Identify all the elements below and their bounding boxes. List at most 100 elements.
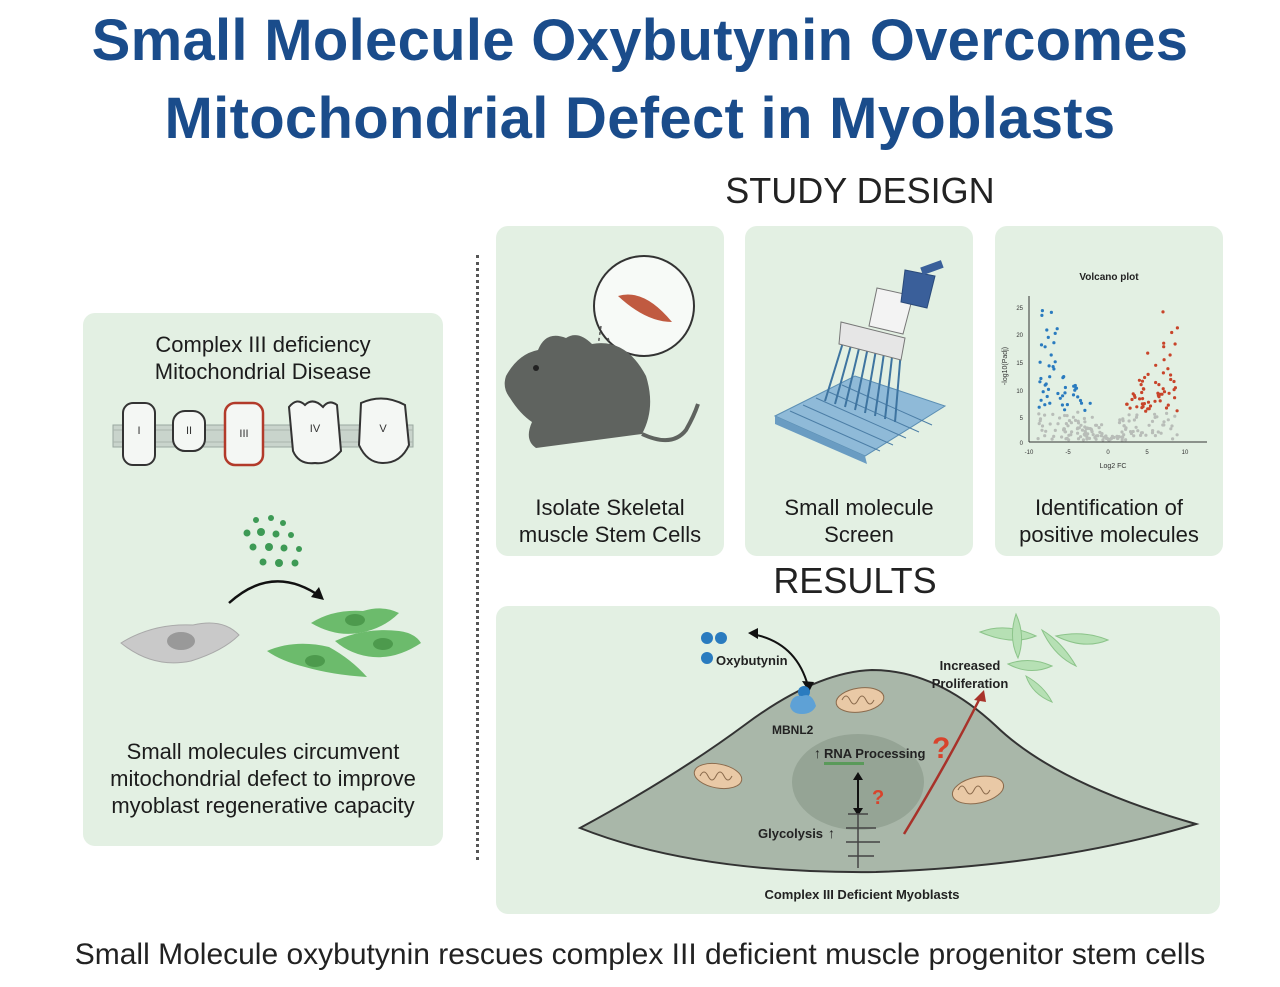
- question-mark: ?: [932, 732, 950, 765]
- volcano-point: [1175, 409, 1179, 413]
- mitochondrion-icon: [693, 762, 743, 790]
- arrow-head: [802, 681, 814, 692]
- volcano-point: [1067, 419, 1072, 423]
- pipette-head: [838, 321, 906, 361]
- volcano-point: [1090, 415, 1094, 419]
- volcano-point: [1037, 422, 1041, 426]
- arrow-head: [748, 628, 758, 639]
- volcano-point: [1063, 385, 1067, 390]
- volcano-point: [1079, 401, 1084, 405]
- volcano-plot: Volcano plot 25 20 15 10 5 0 -10 -5 0 5 …: [1002, 272, 1207, 470]
- volcano-point: [1053, 331, 1057, 335]
- volcano-point: [1132, 434, 1136, 438]
- volcano-point: [1087, 436, 1092, 440]
- volcano-point: [1043, 413, 1047, 417]
- title-line-2: Mitochondrial Defect in Myoblasts: [164, 86, 1116, 151]
- volcano-point: [1129, 430, 1133, 434]
- volcano-point: [1097, 426, 1101, 430]
- volcano-point: [1162, 423, 1166, 427]
- volcano-point: [1040, 313, 1044, 317]
- grey-cell-nucleus: [167, 632, 195, 650]
- increased-label: Increased: [940, 658, 1001, 673]
- volcano-point: [1134, 425, 1138, 429]
- volcano-point: [1076, 395, 1080, 399]
- volcano-point: [1162, 358, 1166, 362]
- step-panel-screen: Small molecule Screen: [745, 226, 973, 556]
- volcano-point: [1162, 341, 1166, 345]
- volcano-point: [1074, 386, 1079, 390]
- volcano-point: [1168, 353, 1172, 357]
- green-cell-nucleus: [305, 655, 325, 667]
- volcano-point: [1080, 428, 1084, 432]
- volcano-point: [1037, 412, 1041, 416]
- title-line-1: Small Molecule Oxybutynin Overcomes: [91, 8, 1189, 73]
- volcano-point: [1162, 420, 1166, 424]
- volcano-point: [1164, 406, 1169, 410]
- complex-i: [122, 402, 156, 466]
- step-3-line-1: Identification of: [1035, 495, 1183, 520]
- complex-ii: [172, 410, 206, 452]
- volcano-point: [1079, 435, 1083, 439]
- volcano-point: [1073, 418, 1078, 422]
- volcano-point: [1071, 393, 1076, 397]
- oxybutynin-dot: [701, 652, 713, 664]
- step-panel-identification: Volcano plot 25 20 15 10 5 0 -10 -5 0 5 …: [995, 226, 1223, 556]
- volcano-point: [1088, 427, 1092, 431]
- complex-label: III: [239, 428, 248, 440]
- volcano-point: [1065, 436, 1069, 440]
- glycolysis-pathway: [846, 813, 880, 868]
- volcano-point: [1038, 380, 1042, 384]
- volcano-point: [1066, 424, 1070, 428]
- y-tick-label: 20: [1016, 333, 1023, 339]
- volcano-point: [1120, 435, 1124, 439]
- volcano-point: [1079, 423, 1083, 427]
- volcano-point: [1141, 387, 1145, 391]
- volcano-point: [1076, 410, 1080, 414]
- volcano-point: [1127, 413, 1131, 417]
- volcano-point: [1153, 399, 1157, 403]
- volcano-point: [1081, 438, 1085, 442]
- volcano-point: [1169, 377, 1173, 382]
- volcano-point: [1138, 397, 1142, 401]
- volcano-point: [1170, 424, 1174, 428]
- volcano-point: [1046, 335, 1050, 339]
- footer-caption: Small Molecule oxybutynin rescues comple…: [74, 938, 1206, 971]
- volcano-point: [1082, 416, 1086, 421]
- volcano-point: [1153, 412, 1157, 416]
- volcano-point: [1055, 327, 1059, 331]
- volcano-point: [1046, 387, 1051, 391]
- step-1-label: Isolate Skeletal muscle Stem Cells: [496, 494, 724, 548]
- volcano-point: [1175, 433, 1179, 437]
- step-1-line-2: muscle Stem Cells: [518, 522, 702, 547]
- complex-iv: [287, 400, 343, 465]
- x-tick-label: -5: [1065, 450, 1071, 456]
- volcano-point: [1140, 390, 1144, 395]
- x-tick-label: 0: [1106, 450, 1110, 456]
- volcano-point: [1048, 401, 1052, 405]
- mbnl2-label: MBNL2: [772, 723, 814, 737]
- volcano-point: [1065, 403, 1069, 407]
- volcano-point: [1161, 310, 1165, 314]
- volcano-point: [1146, 400, 1151, 404]
- volcano-point: [1124, 438, 1128, 442]
- left-panel-caption: Small molecules circumvent mitochondrial…: [83, 738, 443, 819]
- volcano-point: [1061, 376, 1065, 380]
- volcano-point: [1094, 437, 1098, 441]
- volcano-point: [1130, 397, 1134, 402]
- volcano-point: [1072, 384, 1076, 388]
- volcano-point: [1041, 390, 1045, 394]
- volcano-point: [1043, 403, 1047, 407]
- volcano-point: [1051, 412, 1055, 416]
- volcano-point: [1144, 409, 1148, 413]
- volcano-point: [1160, 392, 1164, 396]
- volcano-point: [1139, 431, 1143, 435]
- arrow-head: [311, 587, 324, 600]
- volcano-point: [1045, 394, 1049, 399]
- complex-label: IV: [310, 423, 321, 435]
- results-illustration: Oxybutynin MBNL2 ↑ RNA Processing ? ?: [577, 612, 1200, 902]
- volcano-point: [1083, 429, 1087, 433]
- up-arrow-icon: ↑: [828, 825, 835, 841]
- volcano-point: [1063, 430, 1067, 434]
- volcano-point: [1094, 423, 1099, 427]
- volcano-point: [1038, 360, 1042, 364]
